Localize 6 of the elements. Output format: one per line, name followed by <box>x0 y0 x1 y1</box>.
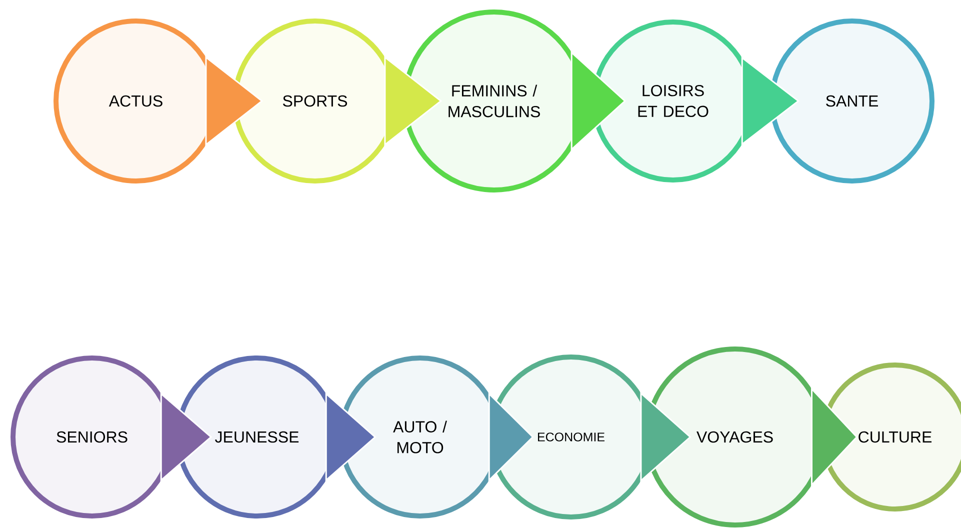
circle-node: LOISIRS ET DECO <box>592 20 754 182</box>
circle-node: ACTUS <box>54 18 218 184</box>
circle-node: SPORTS <box>232 18 398 184</box>
circle-node: SENIORS <box>10 356 174 518</box>
circle-node: FEMININS / MASCULINS <box>402 10 586 192</box>
circle-node: SANTE <box>770 18 934 184</box>
